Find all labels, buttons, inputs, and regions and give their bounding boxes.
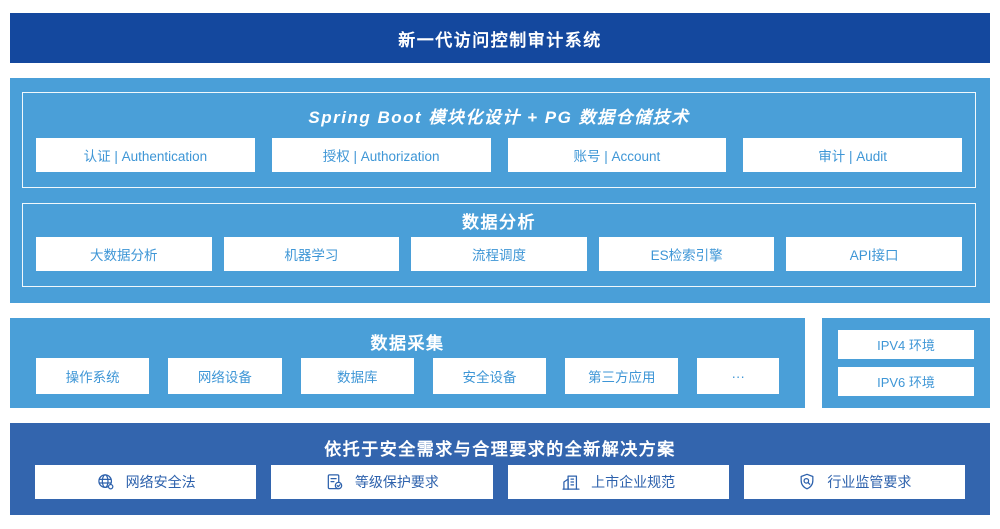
module-box-account: 账号 | Account (507, 138, 727, 172)
shield-magnifier-icon (797, 472, 817, 492)
solution-row: 网络安全法 等级保护要求 (10, 465, 990, 499)
module-box-authentication: 认证 | Authentication (36, 138, 255, 172)
source-box-database: 数据库 (300, 358, 414, 394)
banner: 新一代访问控制审计系统 (10, 13, 990, 63)
analysis-box-machine-learning: 机器学习 (223, 237, 400, 271)
building-icon (561, 472, 581, 492)
environment-panel: IPV4 环境 IPV6 环境 (822, 318, 990, 408)
source-box-network-device: 网络设备 (168, 358, 282, 394)
data-collection-section: 数据采集 操作系统 网络设备 数据库 安全设备 第三方应用 ··· (10, 318, 805, 408)
solution-box-industry-regulation: 行业监管要求 (743, 465, 965, 499)
solution-label: 上市企业规范 (591, 474, 676, 490)
data-collection-title: 数据采集 (370, 333, 445, 353)
data-analysis-title: 数据分析 (462, 213, 536, 232)
analysis-box-es-search: ES检索引擎 (598, 237, 775, 271)
document-check-icon (325, 472, 345, 492)
analysis-box-bigdata: 大数据分析 (36, 237, 212, 271)
solution-box-cybersecurity-law: 网络安全法 (35, 465, 257, 499)
module-row: 认证 | Authentication 授权 | Authorization 账… (23, 138, 975, 172)
collection-row: 操作系统 网络设备 数据库 安全设备 第三方应用 ··· (10, 358, 805, 394)
banner-title: 新一代访问控制审计系统 (398, 30, 602, 50)
solution-title: 依托于安全需求与合理要求的全新解决方案 (324, 439, 676, 459)
platform-section: Spring Boot 模块化设计 + PG 数据仓储技术 认证 | Authe… (10, 78, 990, 303)
solution-label: 等级保护要求 (354, 474, 439, 490)
solution-label: 网络安全法 (125, 474, 196, 490)
env-box-ipv6: IPV6 环境 (838, 367, 974, 396)
analysis-row: 大数据分析 机器学习 流程调度 ES检索引擎 API接口 (23, 237, 975, 271)
solution-label: 行业监管要求 (827, 474, 912, 490)
module-box-audit: 审计 | Audit (743, 138, 962, 172)
springboot-panel: Spring Boot 模块化设计 + PG 数据仓储技术 认证 | Authe… (22, 92, 976, 188)
analysis-box-workflow: 流程调度 (411, 237, 587, 271)
data-analysis-panel: 数据分析 大数据分析 机器学习 流程调度 ES检索引擎 API接口 (22, 203, 976, 287)
springboot-panel-title: Spring Boot 模块化设计 + PG 数据仓储技术 (308, 108, 690, 127)
solution-section: 依托于安全需求与合理要求的全新解决方案 网络安全法 (10, 423, 990, 515)
source-box-os: 操作系统 (36, 358, 150, 394)
solution-box-classified-protection: 等级保护要求 (271, 465, 493, 499)
source-box-third-party: 第三方应用 (565, 358, 679, 394)
module-box-authorization: 授权 | Authorization (271, 138, 491, 172)
solution-box-listed-company: 上市企业规范 (507, 465, 729, 499)
source-box-security-device: 安全设备 (432, 358, 547, 394)
source-box-more: ··· (697, 358, 779, 394)
env-box-ipv4: IPV4 环境 (838, 330, 974, 359)
globe-icon (96, 472, 116, 492)
analysis-box-api: API接口 (786, 237, 962, 271)
